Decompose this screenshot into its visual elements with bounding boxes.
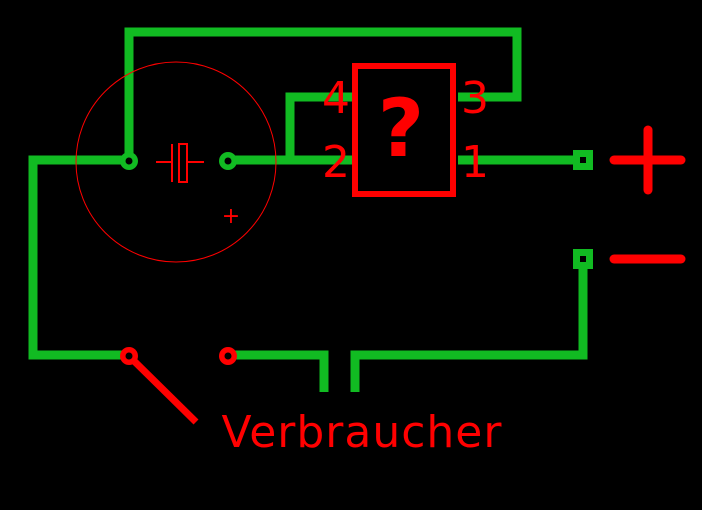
chip-pin1-label: 1 xyxy=(461,137,489,188)
trace-left-to-switch xyxy=(28,155,129,360)
trace-switch-to-load xyxy=(228,350,329,392)
chip-body xyxy=(352,63,456,197)
capacitor: + xyxy=(75,61,277,263)
traces xyxy=(28,27,588,392)
switch-pad-right-hole xyxy=(224,352,232,360)
capacitor-plate-right xyxy=(178,143,188,183)
chip-pin2-label: 2 xyxy=(322,137,350,188)
positive-pad-hole xyxy=(580,157,586,163)
capacitor-pad-left-hole xyxy=(125,157,133,165)
chip: ? 4 2 3 1 xyxy=(322,63,489,197)
trace-pin4 xyxy=(285,92,352,160)
load-label: Verbraucher xyxy=(222,407,503,458)
capacitor-polarity-label: + xyxy=(222,204,240,229)
switch-lever xyxy=(126,353,199,425)
switch xyxy=(120,347,237,425)
chip-pin3-label: 3 xyxy=(461,73,489,124)
trace-load-to-negative xyxy=(350,259,588,392)
chip-pin4-label: 4 xyxy=(322,73,350,124)
capacitor-outline xyxy=(75,61,277,263)
switch-pad-left-hole xyxy=(125,352,133,360)
chip-symbol: ? xyxy=(378,82,424,175)
negative-pad-hole xyxy=(580,256,586,262)
positive-terminal-symbol xyxy=(609,125,686,195)
capacitor-pad-right-hole xyxy=(224,157,232,165)
trace-top-loop xyxy=(124,27,522,160)
